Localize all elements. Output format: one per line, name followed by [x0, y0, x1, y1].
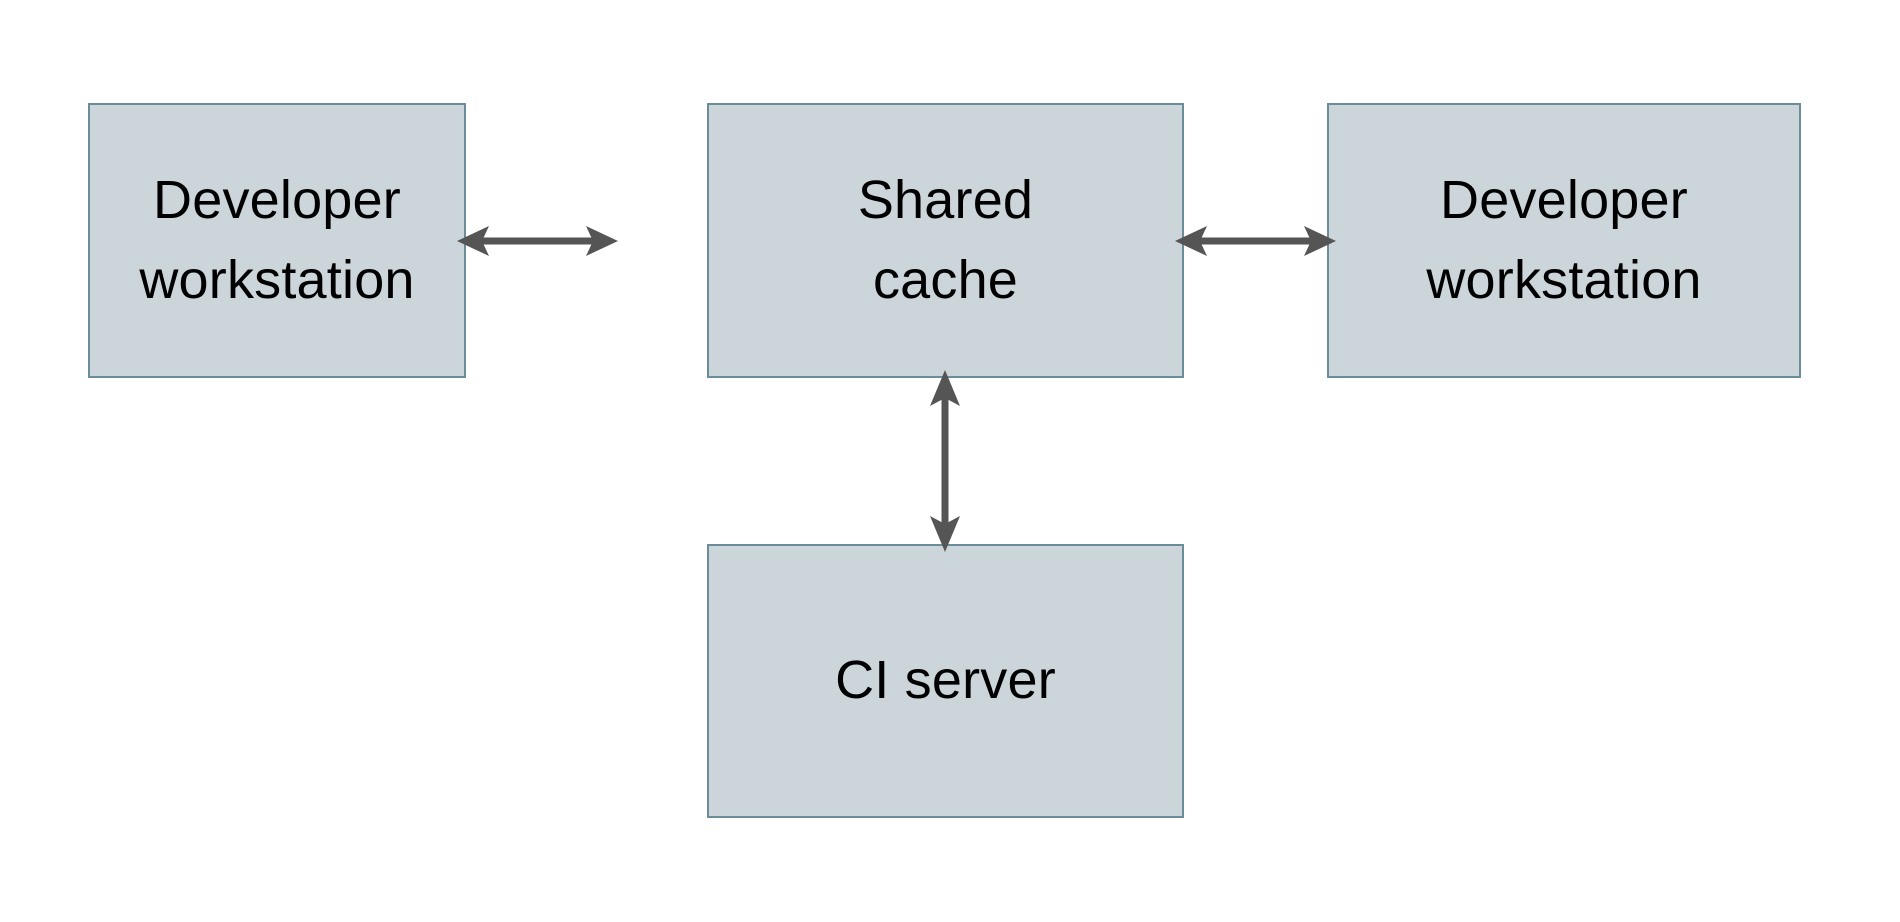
node-label: CI server — [835, 650, 1056, 711]
node-ci-server[interactable]: CI server — [707, 544, 1184, 818]
node-shared-cache[interactable]: Shared cache — [707, 103, 1184, 378]
node-developer-workstation-left[interactable]: Developer workstation — [88, 103, 466, 378]
node-label: Developer workstation — [139, 169, 415, 310]
edge-shared-cache-to-ci-server — [909, 368, 981, 554]
double-headed-arrow-horizontal-icon — [1175, 226, 1336, 256]
node-label: Shared cache — [857, 169, 1034, 310]
node-label: Developer workstation — [1426, 169, 1702, 310]
node-developer-workstation-right[interactable]: Developer workstation — [1327, 103, 1801, 378]
double-headed-arrow-vertical-icon — [930, 370, 960, 552]
edge-shared-cache-to-developer-right — [1173, 205, 1338, 277]
double-headed-arrow-horizontal-icon — [457, 226, 618, 256]
edge-developer-left-to-shared-cache — [455, 205, 620, 277]
